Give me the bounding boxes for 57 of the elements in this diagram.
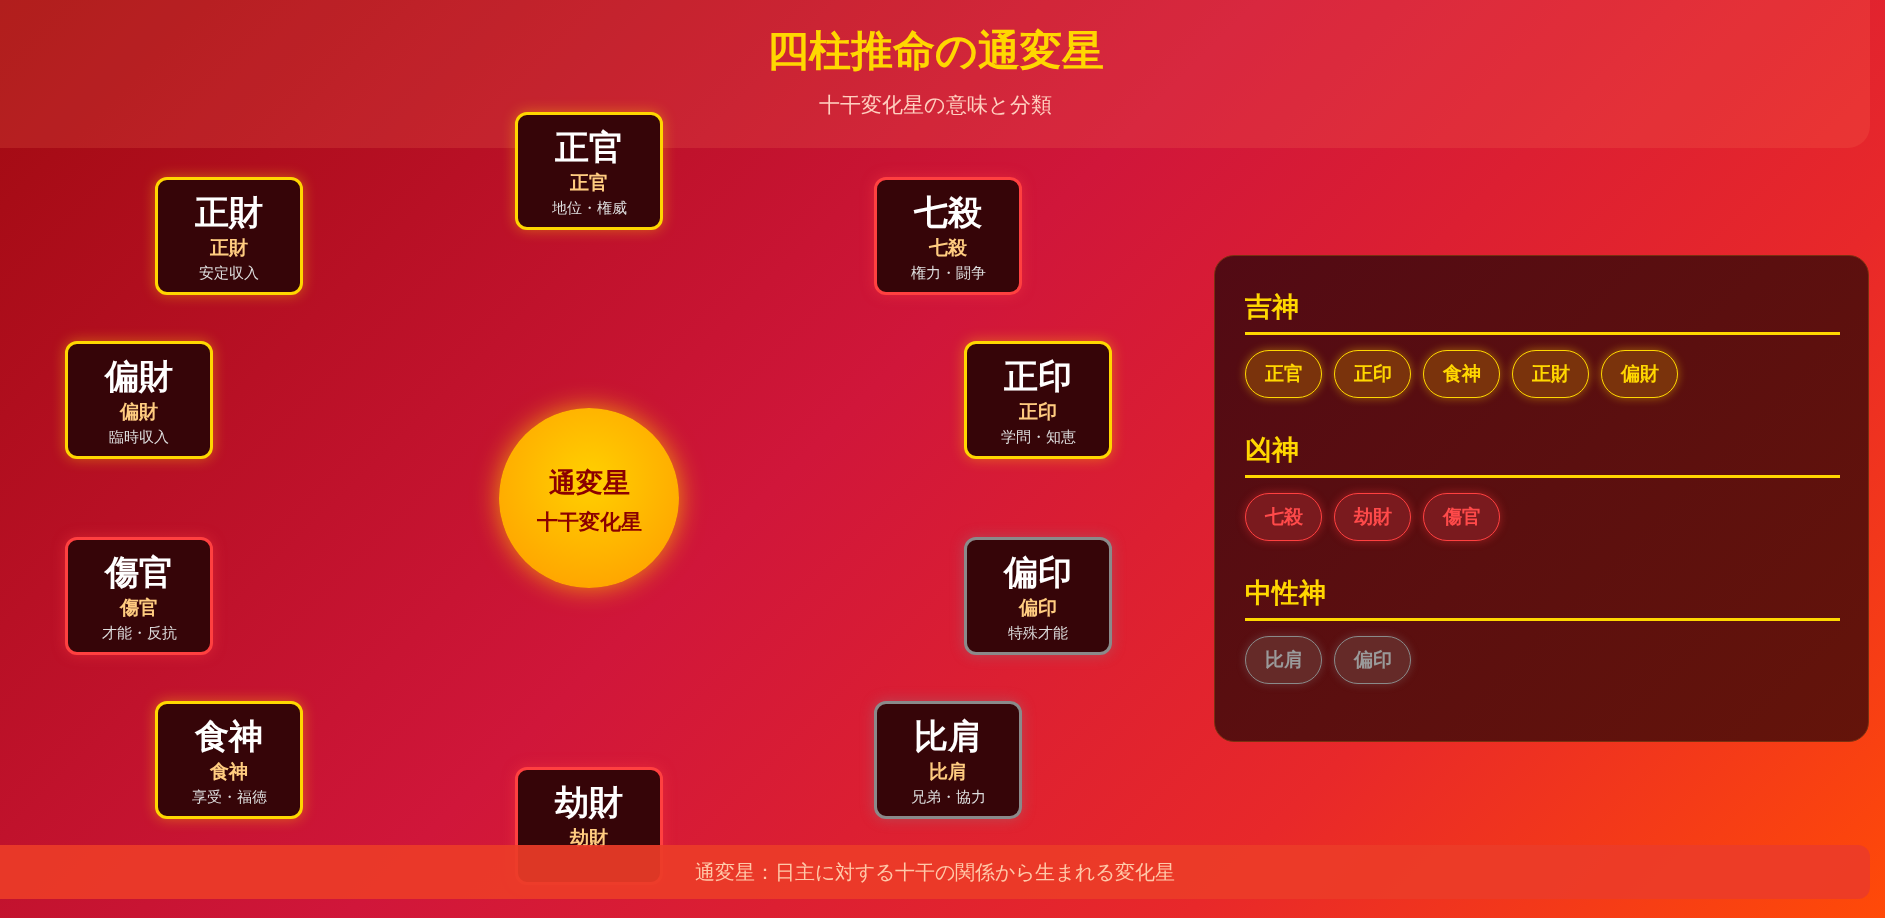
star-subtitle: 傷官	[120, 596, 158, 618]
star-meaning: 兄弟・協力	[910, 788, 986, 806]
category-heading: 凶神	[1245, 435, 1299, 465]
star-card	[964, 341, 1112, 459]
star-subtitle: 七殺	[929, 236, 967, 258]
star-meaning: 才能・反抗	[101, 624, 177, 642]
star-tag: 傷官	[1423, 493, 1500, 541]
star-tag: 正官	[1245, 350, 1322, 398]
star-tag: 比肩	[1245, 636, 1322, 684]
star-tag: 食神	[1423, 350, 1500, 398]
category-heading: 中性神	[1245, 578, 1326, 608]
star-subtitle: 食神	[210, 760, 248, 782]
star-meaning: 享受・福徳	[191, 788, 267, 806]
star-subtitle: 偏印	[1019, 596, 1057, 618]
star-card	[515, 112, 663, 230]
star-tag: 正印	[1334, 350, 1411, 398]
star-tag: 偏財	[1601, 350, 1678, 398]
star-meaning: 学問・知恵	[1000, 428, 1076, 446]
subtitle: 十干変化星の意味と分類	[818, 92, 1052, 118]
star-name: 七殺	[914, 192, 982, 232]
star-name: 比肩	[914, 716, 982, 756]
star-name: 劫財	[555, 782, 623, 822]
star-card	[65, 341, 213, 459]
star-name: 正官	[555, 127, 623, 167]
star-meaning: 安定収入	[199, 264, 259, 282]
star-card	[964, 537, 1112, 655]
star-name: 偏財	[105, 356, 173, 396]
title: 四柱推命の通変星	[766, 26, 1104, 76]
star-card	[155, 701, 303, 819]
star-tag: 偏印	[1334, 636, 1411, 684]
category-heading: 吉神	[1245, 292, 1299, 322]
star-meaning: 臨時収入	[109, 428, 169, 446]
star-card	[65, 537, 213, 655]
star-tag: 劫財	[1334, 493, 1411, 541]
star-card	[874, 701, 1022, 819]
star-meaning: 特殊才能	[1008, 624, 1068, 642]
star-meaning: 権力・闘争	[910, 264, 986, 282]
star-subtitle: 正財	[210, 236, 248, 258]
star-name: 偏印	[1004, 552, 1072, 592]
star-name: 傷官	[105, 552, 173, 592]
star-meaning: 地位・権威	[551, 199, 627, 217]
star-name: 食神	[195, 716, 263, 756]
star-card	[155, 177, 303, 295]
star-card	[874, 177, 1022, 295]
footer-caption: 通変星：日主に対する十干の関係から生まれる変化星	[695, 860, 1175, 884]
star-name: 正印	[1004, 356, 1072, 396]
star-subtitle: 正印	[1019, 400, 1057, 422]
star-name: 正財	[195, 192, 263, 232]
category-panel	[1214, 255, 1869, 742]
star-subtitle: 正官	[570, 171, 608, 193]
star-tag: 七殺	[1245, 493, 1322, 541]
star-subtitle: 劫財	[570, 826, 608, 848]
center-subtitle: 十干変化星	[536, 509, 642, 535]
star-subtitle: 偏財	[120, 400, 158, 422]
star-tag: 正財	[1512, 350, 1589, 398]
center-title: 通変星	[548, 470, 630, 496]
star-subtitle: 比肩	[929, 760, 967, 782]
